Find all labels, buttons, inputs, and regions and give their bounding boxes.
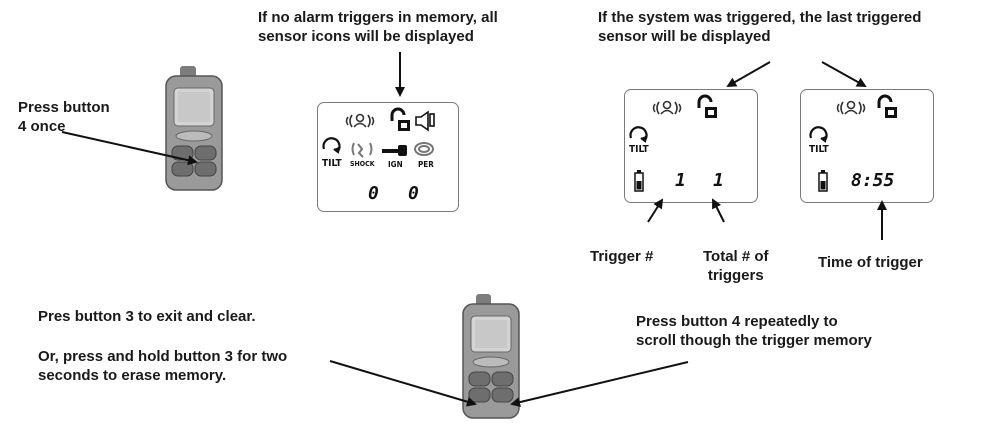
battery-icon — [818, 170, 828, 192]
arrow-to-remote-top — [61, 131, 198, 166]
lcd-time-label-tilt: TILT — [809, 144, 829, 155]
lcd-all-label-shock: SHOCK — [350, 160, 375, 168]
caption-no-alarm: If no alarm triggers in memory, all sens… — [258, 9, 498, 45]
lcd-all-label-tilt: TILT — [322, 158, 342, 169]
lcd-all-sensors: TILT SHOCK IGN PER 0 0 — [317, 102, 459, 212]
key-fob-remote-top — [160, 64, 230, 194]
lcd-count-label-tilt: TILT — [629, 144, 649, 155]
caption-system-triggered: If the system was triggered, the last tr… — [598, 9, 922, 45]
caption-time-of-trigger: Time of trigger — [818, 254, 923, 271]
lcd-trigger-time: TILT 8:55 — [800, 89, 934, 203]
key-fob-remote-bottom — [458, 292, 524, 420]
lcd-trigger-count: TILT 1 1 — [624, 89, 758, 203]
arrow-to-lcd-count — [726, 61, 771, 87]
caption-press-button-4-once: Press button 4 once — [18, 99, 110, 135]
lcd-time-value: 8:55 — [851, 170, 895, 191]
lcd-time-icons — [809, 94, 897, 192]
caption-erase-memory: Or, press and hold button 3 for two seco… — [38, 348, 288, 384]
lcd-count-digit-right: 1 — [713, 170, 724, 191]
arrow-to-lcd-time — [821, 61, 867, 87]
battery-icon — [634, 170, 644, 192]
arrow-trigger-number — [647, 198, 664, 223]
lcd-all-icons — [322, 107, 435, 158]
lcd-all-label-ign: IGN — [388, 160, 403, 169]
caption-scroll-memory: Press button 4 repeatedly to scroll thou… — [636, 313, 872, 349]
lcd-all-label-per: PER — [418, 160, 434, 169]
caption-trigger-number: Trigger # — [590, 248, 654, 265]
arrow-to-remote-bottom-left — [329, 360, 477, 407]
lcd-all-digit-left: 0 — [368, 183, 379, 204]
caption-exit-clear: Pres button 3 to exit and clear. — [38, 308, 256, 325]
arrow-to-remote-bottom-right — [510, 361, 689, 408]
lcd-count-digit-left: 1 — [675, 170, 686, 191]
lcd-all-digit-right: 0 — [408, 183, 419, 204]
lcd-count-icons — [629, 94, 717, 192]
arrow-total-triggers — [712, 198, 725, 223]
caption-total-triggers: Total # of triggers — [703, 248, 769, 284]
